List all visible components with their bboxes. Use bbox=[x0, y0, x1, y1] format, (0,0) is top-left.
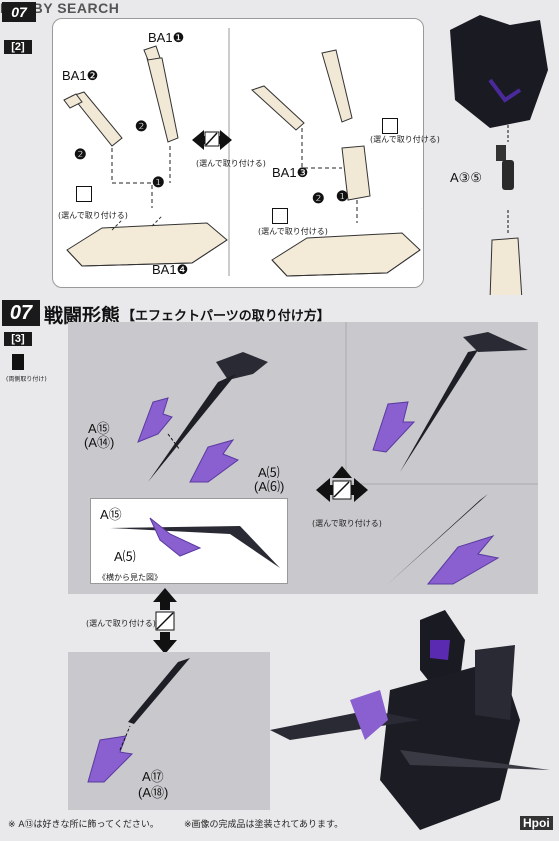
choose-mark-icon-upper-right bbox=[382, 118, 398, 134]
label-a26: (A⑹) bbox=[254, 479, 285, 494]
inset-label-a15: A⑮ bbox=[100, 507, 122, 522]
choose-attach-upper-right: (選んで取り付ける) bbox=[370, 135, 440, 144]
mark-two-right: ❷ bbox=[312, 190, 325, 206]
both-sides-icon bbox=[12, 354, 24, 370]
inset-label-a25: A⑸ bbox=[114, 549, 136, 564]
choose-arrow-icon bbox=[192, 130, 232, 150]
choose-mark-icon-right bbox=[272, 208, 288, 224]
side-view-inset bbox=[90, 498, 288, 584]
stand-arm-ba1-3 bbox=[341, 145, 371, 201]
label-a14: (A⑭) bbox=[84, 435, 115, 450]
choose-attach-left: (選んで取り付ける) bbox=[58, 211, 128, 220]
figure-head-photo bbox=[450, 15, 548, 295]
four-way-choose-icon bbox=[316, 466, 368, 502]
vertical-choose-arrow-icon bbox=[153, 588, 177, 654]
stand-arm-ba1-2 bbox=[71, 91, 123, 147]
stand-base-ba1-4 bbox=[66, 222, 228, 267]
stand-assembly-drawing bbox=[63, 28, 422, 286]
label-ba1-1: BA1❶ bbox=[148, 30, 185, 45]
step-subtitle: 【エフェクトパーツの取り付け方】 bbox=[122, 309, 330, 324]
choose-attach-mid: (選んで取り付ける) bbox=[312, 519, 382, 528]
mark-two-left: ❷ bbox=[135, 118, 148, 134]
choose-attach-low: (選んで取り付ける) bbox=[86, 619, 156, 628]
hpoi-signature: Hpoi bbox=[520, 816, 553, 830]
label-a15: A⑮ bbox=[88, 421, 110, 436]
side-view-drawing bbox=[110, 517, 280, 568]
mark-two-lower: ❷ bbox=[74, 146, 87, 162]
choose-attach-center: (選んで取り付ける) bbox=[196, 159, 266, 168]
sub-step-number-top: [2] bbox=[4, 40, 32, 54]
effect-parts-drawing bbox=[137, 322, 538, 585]
choose-mark-icon-left bbox=[76, 186, 92, 202]
label-a35: A③⑤ bbox=[450, 170, 482, 185]
label-a25: A⑸ bbox=[258, 465, 280, 480]
step-title: 戦闘形態 bbox=[44, 305, 121, 327]
lower-effect-drawing bbox=[87, 658, 190, 783]
label-a18: (A⑱) bbox=[138, 785, 169, 800]
mark-one-left: ❶ bbox=[152, 174, 165, 190]
choose-attach-right: (選んで取り付ける) bbox=[258, 227, 328, 236]
label-ba1-3: BA1❸ bbox=[272, 165, 309, 180]
label-ba1-4: BA1❹ bbox=[152, 262, 189, 277]
side-view-caption: 《横から見た図》 bbox=[98, 573, 162, 582]
label-a17: A⑰ bbox=[142, 769, 164, 784]
sub-step-number-07: [3] bbox=[4, 332, 32, 346]
figure-battle-photo bbox=[270, 610, 550, 830]
footer-note-1: ※ A⑬は好きな所に飾ってください。 bbox=[8, 820, 159, 830]
stand-arm-ba1-1 bbox=[146, 57, 179, 143]
footer-note-2: ※画像の完成品は塗装されてあります。 bbox=[184, 820, 344, 830]
mark-one-right: ❶ bbox=[336, 188, 349, 204]
both-sides-label: (両側取り付け) bbox=[6, 376, 47, 383]
label-ba1-2: BA1❷ bbox=[62, 68, 99, 83]
previous-step-number: 07 bbox=[2, 2, 36, 22]
step-number: 07 bbox=[2, 300, 40, 326]
